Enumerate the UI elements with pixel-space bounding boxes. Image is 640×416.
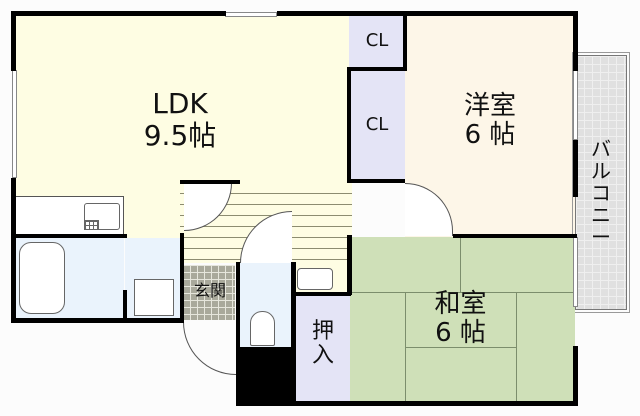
western-room-size: 6 帖 (464, 120, 516, 150)
kitchen-sink-icon (84, 203, 120, 230)
washing-machine-icon (134, 279, 174, 316)
closet-top (349, 15, 405, 70)
western-room-label: 洋室 (463, 91, 516, 121)
window-balcony-yoshitsu (573, 70, 578, 140)
stove-grid-icon (84, 220, 99, 230)
balcony-label: バ ル コ ニ ー (591, 137, 611, 249)
closet-mid (349, 70, 405, 182)
japanese-room-label: 和室 (434, 289, 487, 319)
japanese-room (350, 237, 575, 403)
genkan-label: 玄関 (193, 281, 226, 300)
japanese-room-size: 6 帖 (435, 318, 486, 348)
door-arc (183, 320, 236, 375)
oshiire-closet (295, 295, 350, 403)
ldk-size: 9.5帖 (143, 119, 217, 152)
oshiire-label: 押 入 (311, 319, 334, 369)
storage-block (236, 347, 294, 405)
window-left (12, 70, 17, 178)
bathtub-icon (19, 242, 65, 314)
closet-top-label: CL (365, 30, 389, 51)
washbasin-icon (297, 268, 333, 290)
toilet-icon (250, 311, 275, 346)
entrance-genkan (183, 265, 235, 320)
window-top (225, 12, 277, 17)
ldk-label: LDK (152, 87, 208, 120)
balcony (572, 52, 630, 313)
closet-mid-label: CL (365, 114, 389, 135)
